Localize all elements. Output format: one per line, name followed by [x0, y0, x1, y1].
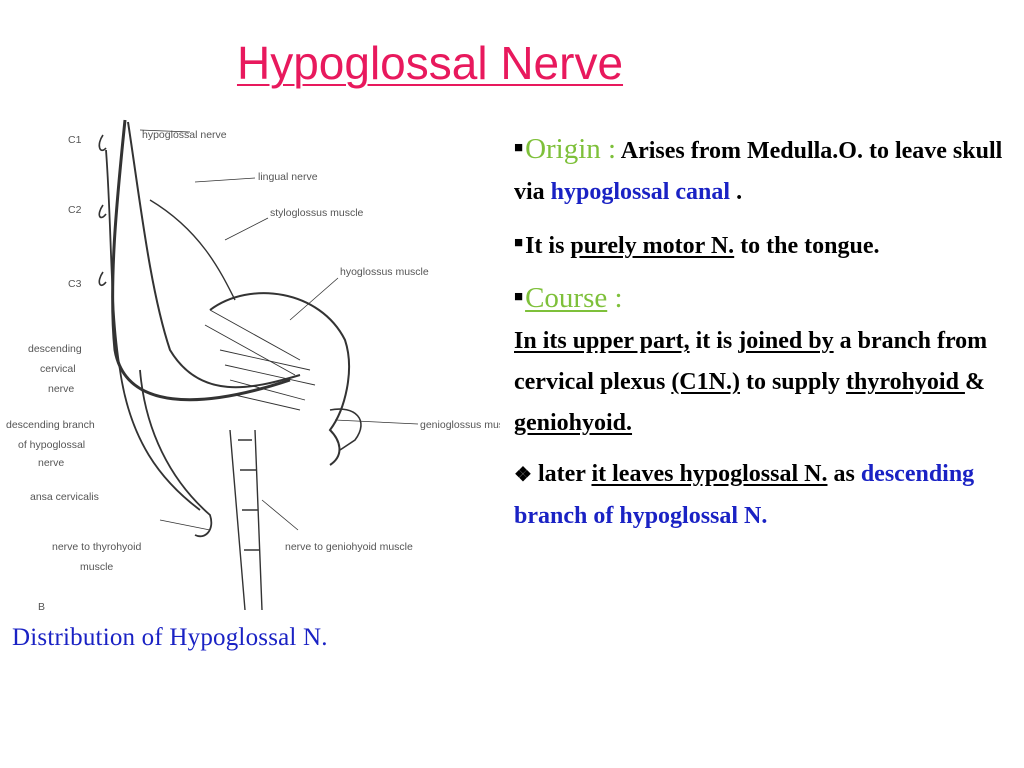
c1n-text: (C1N.)	[671, 369, 740, 395]
leaves-hypoglossal-text: it leaves hypoglossal N.	[591, 461, 828, 487]
square-bullet-icon: ■	[514, 289, 524, 305]
hypoglossal-canal-text: hypoglossal canal	[550, 179, 731, 205]
label-hypoglossal-nerve: hypoglossal nerve	[142, 129, 227, 141]
course-text-4: &	[964, 369, 985, 395]
label-descending-branch-2: of hypoglossal	[18, 439, 85, 451]
geniohyoid-text: geniohyoid.	[514, 410, 633, 436]
label-ansa-cervicalis: ansa cervicalis	[30, 491, 99, 503]
label-descending-branch-3: nerve	[38, 457, 64, 469]
descending-branch-text: descending branch of hypoglossal N.	[514, 461, 975, 529]
tongue-outline	[209, 292, 351, 466]
course-colon: :	[607, 282, 623, 314]
label-c1: C1	[68, 134, 82, 146]
styloglossus-fibers	[204, 309, 301, 376]
thyrohyoid-text: thyrohyoid	[846, 369, 965, 395]
label-thyrohyoid-1: nerve to thyrohyoid	[52, 541, 141, 553]
course-text-2: a branch from cervical plexus	[514, 328, 988, 395]
origin-period: .	[730, 179, 743, 205]
c3-root	[98, 271, 107, 287]
square-bullet-icon: ■	[514, 140, 524, 156]
origin-text: Arises from Medulla.O. to leave skull vi…	[514, 138, 1003, 205]
label-lingual-nerve: lingual nerve	[258, 171, 318, 183]
label-c3: C3	[68, 278, 82, 290]
purely-motor-text: purely motor N.	[570, 233, 735, 259]
motor-text-2: to the tongue.	[734, 233, 880, 259]
larynx-column	[229, 429, 263, 611]
course-paragraph: ■Course : In its upper part, it is joine…	[514, 277, 1018, 444]
hypoglossal-trunk	[111, 119, 291, 402]
figure-caption: Distribution of Hypoglossal N.	[12, 624, 328, 651]
label-thyrohyoid-2: muscle	[80, 561, 113, 573]
chin-outline	[329, 408, 362, 451]
label-descending-cervical-2: cervical	[40, 363, 76, 375]
slide-title: Hypoglossal Nerve	[236, 37, 624, 89]
leader-genioglossus	[334, 419, 419, 425]
upper-part-text: In its upper part,	[514, 328, 690, 354]
ansa-cervicalis-loop	[139, 369, 213, 538]
diamond-bullet-icon: ❖	[514, 464, 532, 486]
later-text-2: as	[827, 461, 861, 487]
hypoglossal-trunk-inner	[127, 121, 301, 389]
label-descending-cervical-1: descending	[28, 343, 82, 355]
leader-lingual	[194, 177, 256, 183]
label-descending-cervical-3: nerve	[48, 383, 74, 395]
content-panel: ■Origin : Arises from Medulla.O. to leav…	[514, 128, 1018, 547]
label-styloglossus: styloglossus muscle	[270, 207, 364, 219]
leader-hypoglossal	[139, 129, 191, 133]
label-c2: C2	[68, 204, 82, 216]
label-descending-branch-1: descending branch	[6, 419, 95, 431]
joined-by-text: joined by	[738, 328, 834, 354]
hyoglossus-fibers	[219, 349, 316, 411]
diagram-svg: C1 C2 C3 hypoglossal nerve lingual nerve…	[6, 119, 518, 613]
motor-text-1: It is	[525, 233, 571, 259]
square-bullet-icon: ■	[514, 235, 524, 251]
later-paragraph: ❖ later it leaves hypoglossal N. as desc…	[514, 454, 1018, 537]
leader-styloglossus	[224, 217, 269, 241]
motor-paragraph: ■It is purely motor N. to the tongue.	[514, 223, 1018, 267]
later-text-1: later	[531, 461, 592, 487]
leader-geniohyoid	[261, 499, 299, 531]
label-hyoglossus: hyoglossus muscle	[340, 266, 429, 278]
leader-thyrohyoid	[159, 519, 211, 531]
lingual-nerve	[149, 199, 236, 301]
label-genioglossus: genioglossus muscle	[420, 419, 500, 431]
c1-root	[98, 134, 107, 152]
origin-heading: Origin :	[525, 133, 617, 165]
hypoglossal-diagram: C1 C2 C3 hypoglossal nerve lingual nerve…	[0, 110, 518, 620]
course-heading: Course	[525, 282, 608, 314]
origin-paragraph: ■Origin : Arises from Medulla.O. to leav…	[514, 128, 1018, 213]
c2-root	[98, 204, 107, 219]
course-text-1: it is	[689, 328, 739, 354]
descending-cervical-nerve	[105, 149, 201, 511]
leader-hyoglossus	[289, 277, 339, 321]
label-panel-b: B	[38, 601, 45, 613]
course-text-3: to supply	[739, 369, 847, 395]
label-geniohyoid: nerve to geniohyoid muscle	[285, 541, 413, 553]
